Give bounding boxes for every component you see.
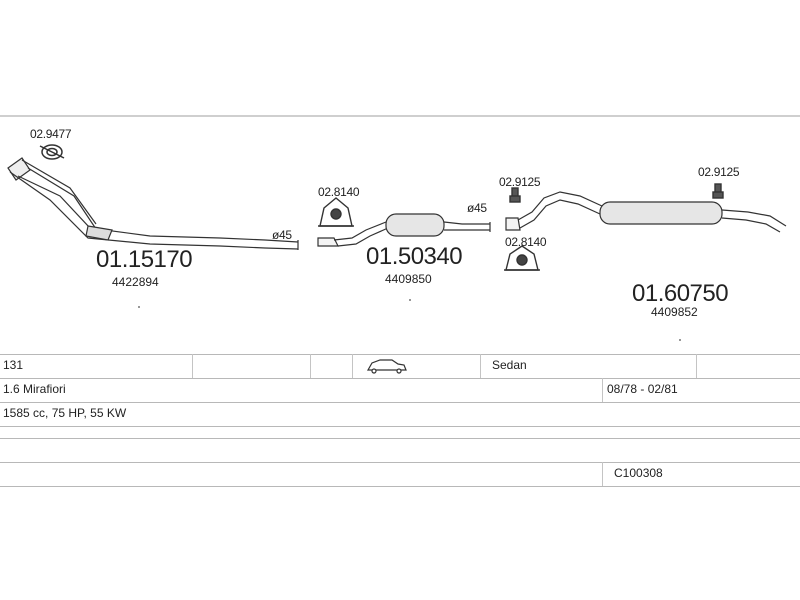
middle-silencer-part [317, 213, 491, 247]
vehicle-body-cell: Sedan [492, 358, 527, 372]
clamp-02-9477-shape [39, 144, 65, 160]
car-sedan-icon [366, 359, 407, 374]
hanger-label-upper: 02.8140 [318, 185, 360, 199]
vehicle-engine-cell: 1585 cc, 75 HP, 55 KW [3, 406, 127, 420]
diameter-label-front: ø45 [272, 228, 292, 242]
hanger-02-8140-lower-shape [504, 245, 540, 271]
hanger-label-lower: 02.8140 [505, 235, 547, 249]
vehicle-code-cell: C100308 [614, 466, 663, 480]
part-number-01-50340: 01.50340 [366, 243, 463, 270]
rear-silencer-part [505, 191, 787, 233]
front-pipe-part [7, 157, 299, 250]
clamp-02-9125-left-shape [509, 187, 521, 203]
clamp-label-02-9125-left: 02.9125 [499, 175, 541, 189]
clamp-02-9125-right-shape [712, 183, 724, 199]
vehicle-model-cell: 131 [3, 358, 24, 372]
clamp-label-02-9477: 02.9477 [30, 127, 72, 141]
part-number-01-60750: 01.60750 [632, 280, 729, 307]
diameter-label-middle: ø45 [467, 201, 487, 215]
hanger-02-8140-upper-shape [318, 197, 354, 227]
vehicle-variant-cell: 1.6 Mirafiori [3, 382, 66, 396]
oe-number-4422894: 4422894 [112, 275, 159, 289]
oe-number-4409850: 4409850 [385, 272, 432, 286]
vehicle-years-cell: 08/78 - 02/81 [607, 382, 678, 396]
clamp-label-02-9125-right: 02.9125 [698, 165, 740, 179]
part-number-01-15170: 01.15170 [96, 246, 193, 273]
oe-number-4409852: 4409852 [651, 305, 698, 319]
